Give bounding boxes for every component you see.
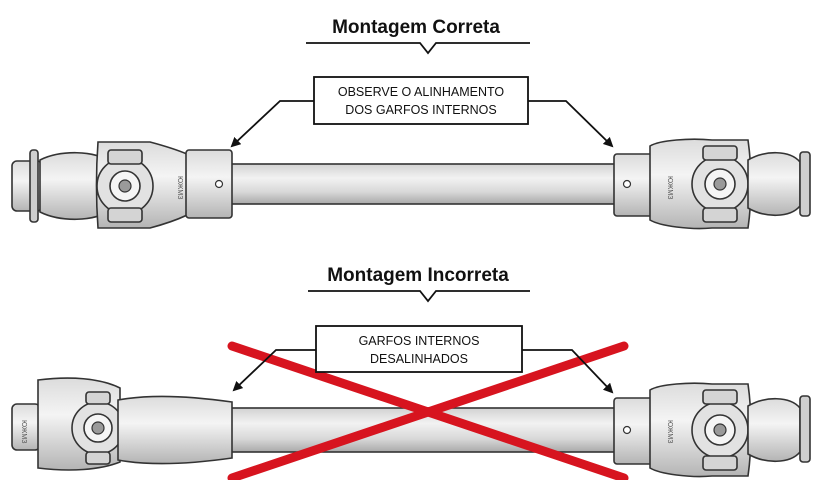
incorrect-right-yoke-stamp: ЮЖМЗ bbox=[666, 420, 673, 443]
correct-assembly-section: Montagem Correta OBSERVE O ALINHAMENTO D… bbox=[11, 17, 811, 230]
incorrect-heading-underline bbox=[308, 290, 530, 303]
correct-callout-line2: DOS GARFOS INTERNOS bbox=[345, 103, 496, 117]
incorrect-callout-box: GARFOS INTERNOS DESALINHADOS bbox=[315, 325, 523, 373]
incorrect-assembly-section: Montagem Incorreta ЮЖМЗ bbox=[11, 265, 811, 480]
correct-heading: Montagem Correta bbox=[332, 17, 500, 38]
incorrect-left-yoke-stamp: ЮЖМЗ bbox=[20, 420, 27, 443]
red-x-icon bbox=[227, 341, 629, 480]
incorrect-heading: Montagem Incorreta bbox=[327, 265, 509, 286]
correct-shaft-tube bbox=[227, 163, 621, 205]
correct-right-joint: ЮЖМЗ bbox=[613, 138, 811, 230]
correct-left-arrow-icon bbox=[230, 100, 314, 148]
correct-callout-box: OBSERVE O ALINHAMENTO DOS GARFOS INTERNO… bbox=[313, 76, 529, 125]
correct-right-arrow-icon bbox=[528, 100, 614, 148]
incorrect-left-joint: ЮЖМЗ bbox=[11, 377, 233, 471]
correct-left-yoke-stamp: ЮЖМЗ bbox=[176, 176, 183, 199]
incorrect-callout-line1: GARFOS INTERNOS bbox=[359, 334, 480, 348]
incorrect-right-arrow-icon bbox=[522, 349, 614, 394]
correct-right-yoke-stamp: ЮЖМЗ bbox=[666, 176, 673, 199]
correct-callout-line1: OBSERVE O ALINHAMENTO bbox=[338, 85, 505, 99]
correct-heading-underline bbox=[306, 42, 530, 55]
incorrect-right-joint: ЮЖМЗ bbox=[613, 382, 811, 478]
correct-left-joint: ЮЖМЗ bbox=[11, 141, 233, 229]
incorrect-left-arrow-icon bbox=[232, 349, 316, 392]
incorrect-callout-line2: DESALINHADOS bbox=[370, 352, 468, 366]
